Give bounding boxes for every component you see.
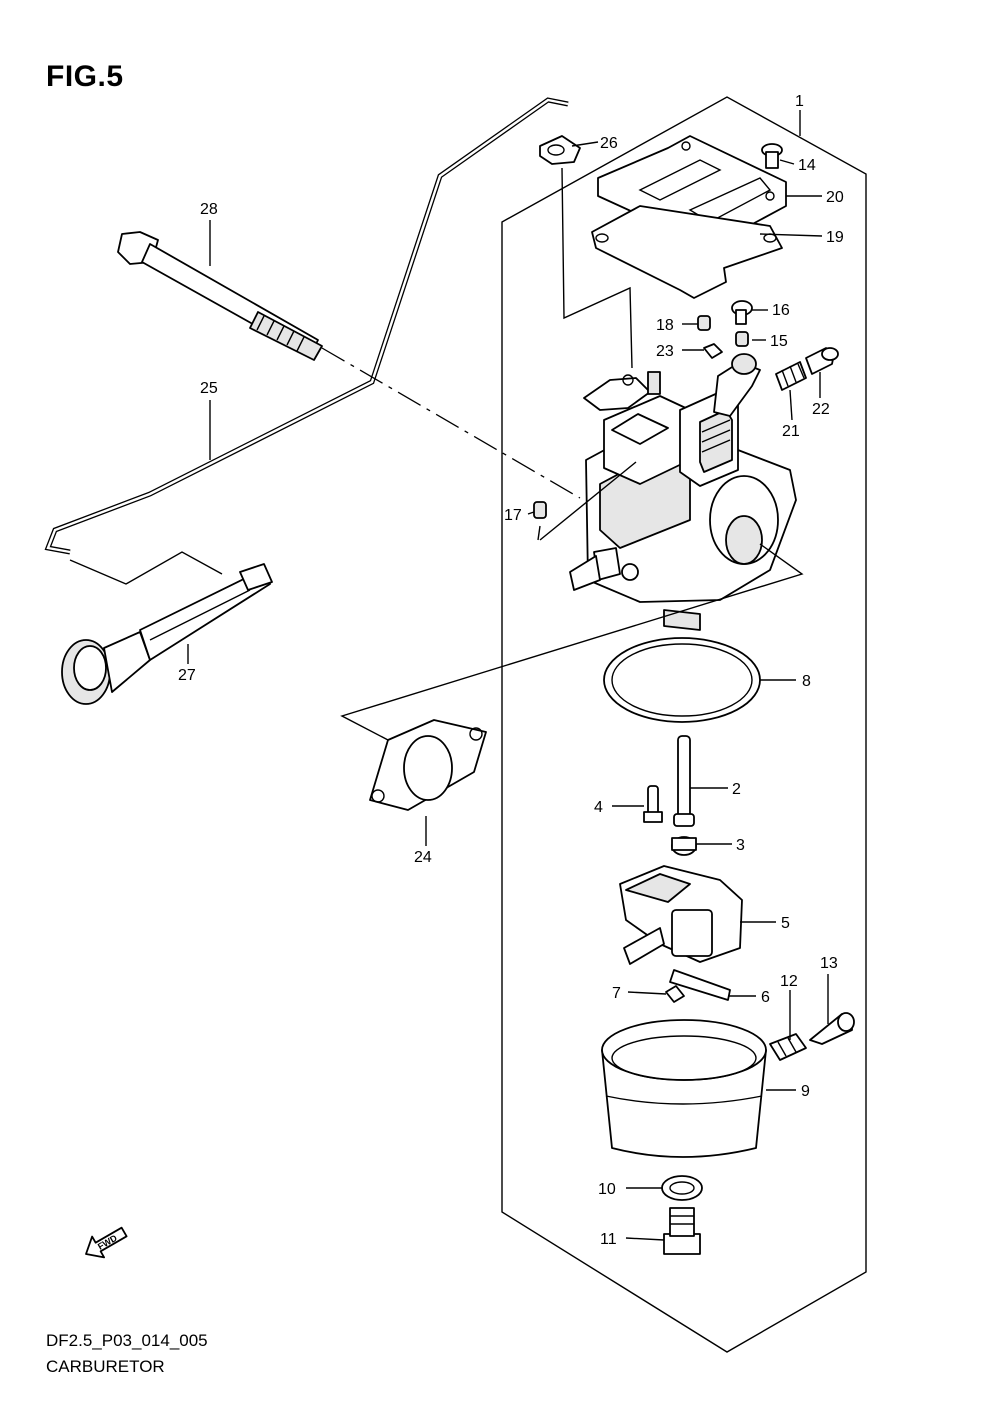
part-23-screw	[703, 343, 723, 359]
callout-21: 21	[782, 423, 800, 440]
part-22-screw	[805, 347, 839, 375]
part-19-plate	[591, 205, 783, 299]
part-2-needle-jet	[673, 735, 695, 827]
part-3-jet	[671, 836, 697, 856]
part-13-screw	[809, 1012, 855, 1045]
fwd-arrow-icon	[85, 1226, 128, 1259]
callout-19: 19	[826, 229, 844, 246]
part-25-rod	[44, 97, 569, 555]
part-7-clip	[665, 985, 685, 1003]
callout-17: 17	[504, 507, 522, 524]
callout-24: 24	[414, 849, 432, 866]
part-28-bolt	[117, 231, 323, 361]
callout-15: 15	[770, 333, 788, 350]
callout-8: 8	[802, 673, 811, 690]
callout-18: 18	[656, 317, 674, 334]
assembly-frame	[501, 96, 867, 1353]
callout-7: 7	[612, 985, 621, 1002]
jet-axis-line	[539, 461, 637, 541]
callout-26: 26	[600, 135, 618, 152]
part-26-clip	[539, 135, 581, 165]
part-17-plug	[533, 501, 547, 519]
part-6-pin	[669, 969, 731, 1001]
callout-3: 3	[736, 837, 745, 854]
callout-25: 25	[200, 380, 218, 397]
callout-11: 11	[600, 1231, 617, 1248]
part-9-float-bowl	[601, 1019, 767, 1158]
callout-22: 22	[812, 401, 830, 418]
carburetor-body	[569, 353, 797, 631]
callout-13: 13	[820, 955, 838, 972]
drawing-code: DF2.5_P03_014_005	[46, 1331, 208, 1350]
callout-10: 10	[598, 1181, 616, 1198]
callout-14: 14	[798, 157, 816, 174]
knob-guide-line	[69, 551, 223, 585]
part-16-screw	[731, 300, 753, 325]
callout-28: 28	[200, 201, 218, 218]
part-8-o-ring	[603, 637, 761, 723]
part-24-gasket	[369, 719, 487, 811]
part-10-gasket	[661, 1175, 703, 1201]
part-12-spring	[769, 1033, 807, 1061]
part-5-float	[619, 865, 743, 965]
leader-lines	[187, 110, 829, 1241]
part-14-screw	[761, 143, 783, 169]
figure-title: FIG.5	[46, 60, 124, 93]
callout-23: 23	[656, 343, 674, 360]
callout-12: 12	[780, 973, 798, 990]
callout-5: 5	[781, 915, 790, 932]
callout-16: 16	[772, 302, 790, 319]
part-15-plug	[735, 331, 749, 347]
callout-27: 27	[178, 667, 196, 684]
bolt-axis-line	[321, 347, 581, 499]
figure-caption: CARBURETOR	[46, 1357, 165, 1376]
clip-guide-line	[561, 167, 633, 369]
part-21-spring	[775, 361, 807, 391]
callout-1: 1	[795, 93, 804, 110]
callout-6: 6	[761, 989, 770, 1006]
callout-9: 9	[801, 1083, 810, 1100]
callout-4: 4	[594, 799, 603, 816]
callout-2: 2	[732, 781, 741, 798]
part-27-choke-knob	[61, 563, 273, 705]
part-18-plug	[697, 315, 711, 331]
part-4-jet	[643, 785, 663, 823]
part-11-drain-screw	[663, 1207, 701, 1255]
callout-20: 20	[826, 189, 844, 206]
